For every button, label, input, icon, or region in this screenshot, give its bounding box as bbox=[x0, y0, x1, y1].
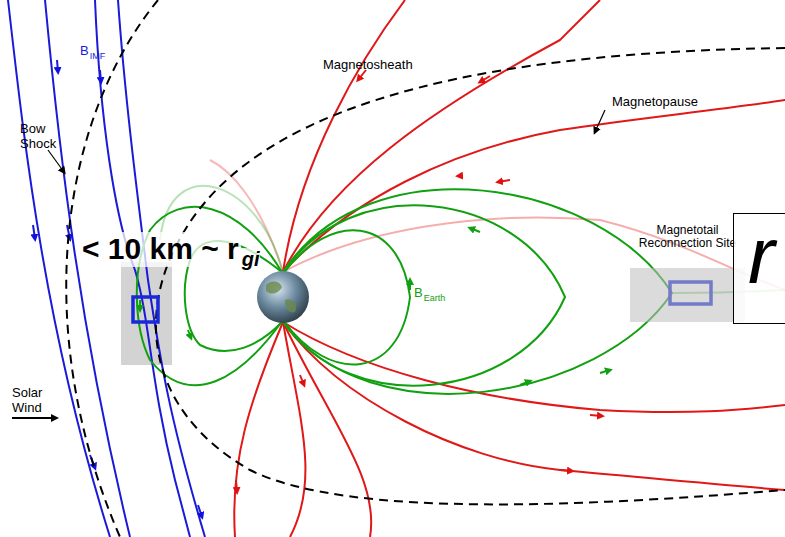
region-label: Solar Wind bbox=[12, 386, 52, 416]
field-symbol: B bbox=[80, 44, 89, 59]
field-subscript: IMF bbox=[90, 51, 106, 61]
node-label: Magnetotail Reconnection Site bbox=[630, 224, 745, 250]
scale-annotation: < 10 km ~ r bbox=[80, 232, 241, 267]
scale-subscript: gi bbox=[242, 248, 260, 271]
reconnection-region: Magnetotail Reconnection Site bbox=[630, 268, 745, 322]
region-label: Magnetosheath bbox=[323, 58, 413, 73]
gyroradius-box: r bbox=[733, 213, 785, 324]
region-label: Magnetopause bbox=[612, 95, 698, 110]
field-subscript: Earth bbox=[424, 293, 446, 303]
region-label: Bow Shock bbox=[20, 122, 64, 152]
node-label: r bbox=[748, 216, 775, 296]
field-symbol: B bbox=[414, 286, 423, 301]
